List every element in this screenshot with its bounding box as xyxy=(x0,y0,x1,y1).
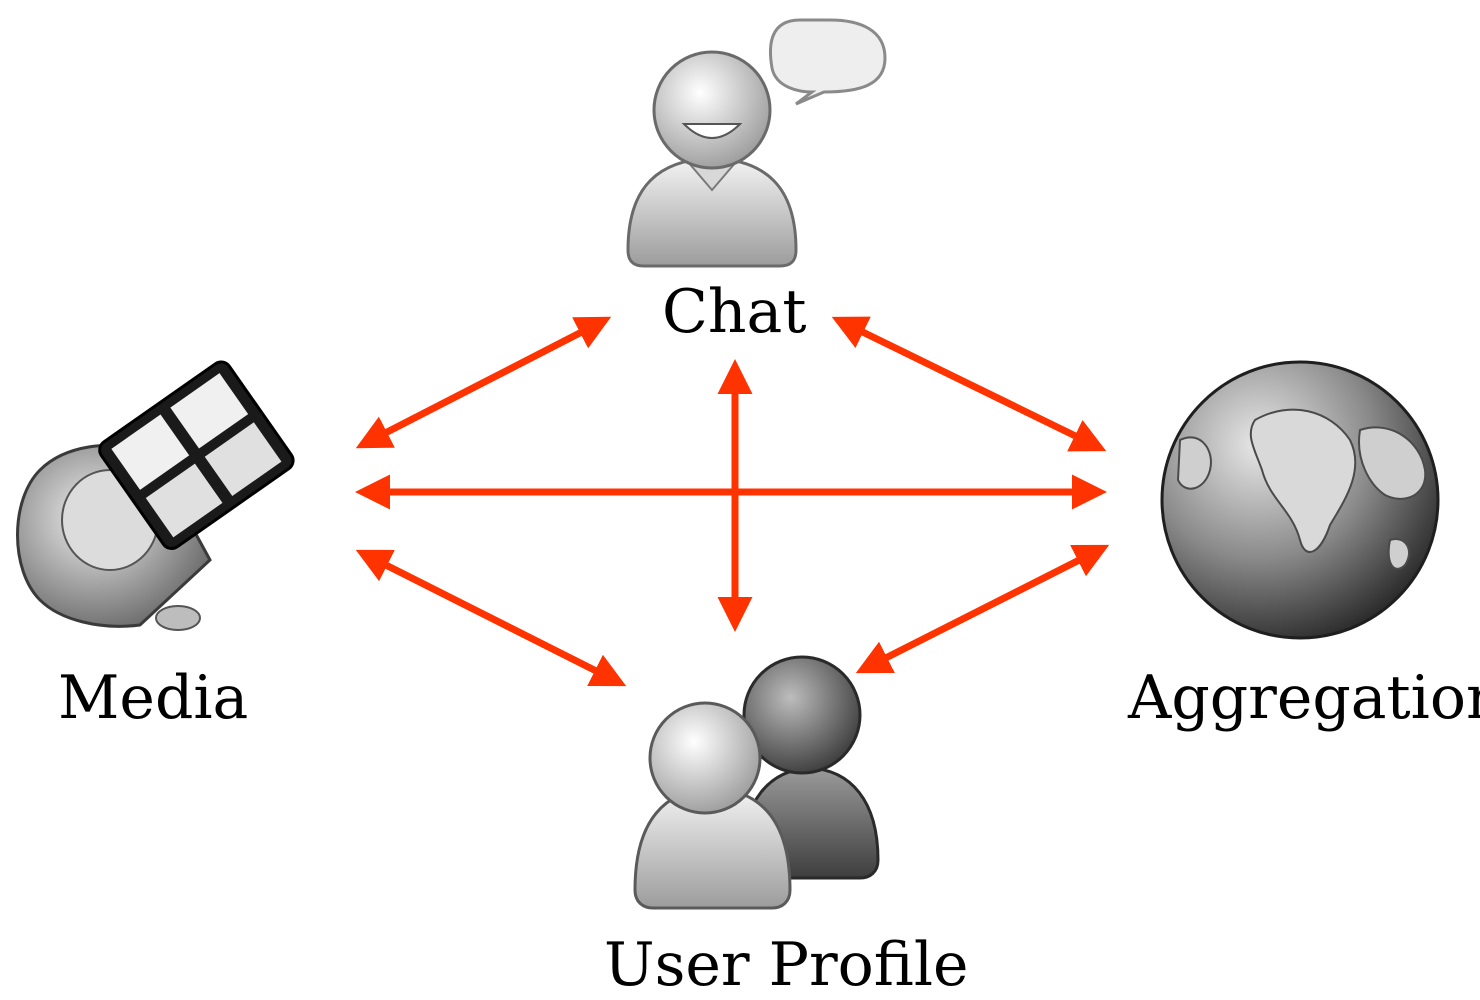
globe-icon xyxy=(1160,360,1440,640)
aggregation-label: Aggregation xyxy=(1128,663,1480,733)
arrow-chat-aggregation xyxy=(831,316,1107,452)
chat-user-speech-bubble-icon xyxy=(626,18,887,268)
media-speaker-film-icon xyxy=(16,360,295,631)
arrows xyxy=(355,316,1110,687)
media-label: Media xyxy=(58,663,249,733)
arrow-aggregation-user-profile xyxy=(855,544,1110,674)
arrow-media-user-profile xyxy=(355,549,627,687)
users-group-icon xyxy=(633,655,880,910)
chat-label: Chat xyxy=(662,277,807,347)
arrow-media-chat xyxy=(355,316,612,449)
user-profile-label: User Profile xyxy=(604,930,969,1000)
